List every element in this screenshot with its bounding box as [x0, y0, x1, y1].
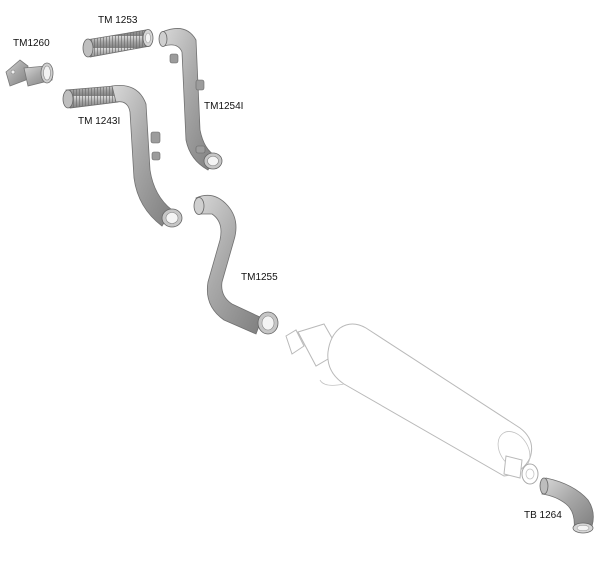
part-tm1253-flex-pipe [82, 29, 154, 58]
part-tm1254-bent-pipe [158, 28, 223, 171]
part-tm1260-flange [5, 59, 54, 87]
label-tm1255: TM1255 [241, 272, 278, 283]
label-tm1243: TM 1243I [78, 116, 121, 127]
part-muffler-outline [285, 323, 539, 485]
label-tb1264: TB 1264 [524, 510, 562, 521]
part-tm1243-flex-bent-pipe [62, 85, 183, 228]
part-tm1255-s-bend-pipe [193, 194, 279, 335]
label-tm1260: TM1260 [13, 38, 50, 49]
label-tm1254: TM1254I [204, 101, 244, 112]
label-tm1253: TM 1253 [98, 15, 138, 26]
part-tb1264-tail-pipe [539, 477, 594, 534]
